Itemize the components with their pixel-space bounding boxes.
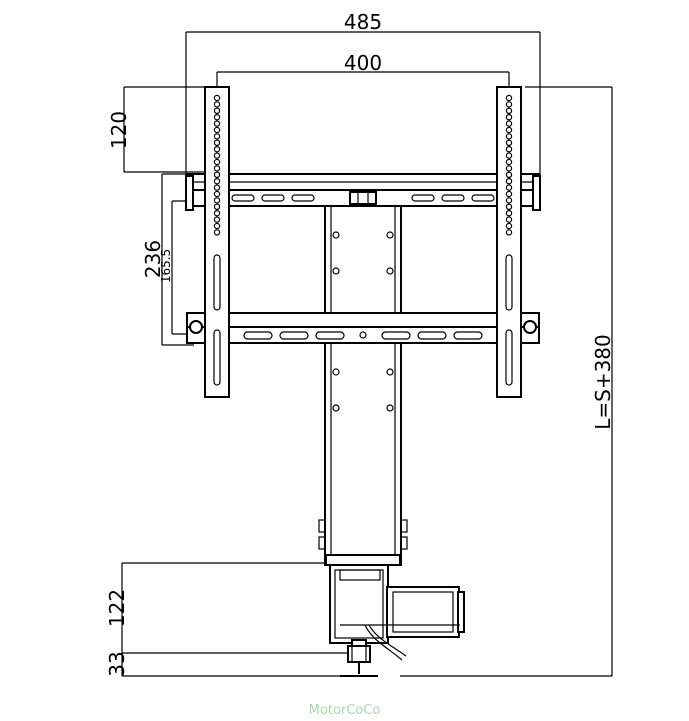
- left-arm-hole: [213, 152, 221, 159]
- left-arm-hole: [213, 101, 221, 108]
- dimension-485-label: 485: [344, 10, 382, 34]
- left-arm-hole: [213, 139, 221, 146]
- left-arm-hole: [213, 145, 221, 153]
- left-arm-hole: [213, 184, 221, 191]
- dimension-120-label: 120: [107, 111, 131, 149]
- right-arm-hole: [505, 177, 513, 185]
- lift-column: [318, 194, 408, 566]
- dimension-485: 485: [185, 10, 541, 210]
- left-arm-hole: [213, 126, 221, 134]
- left-arm-hole: [213, 158, 221, 166]
- left-arm-hole: [213, 165, 221, 172]
- dimension-122: 122: [105, 562, 360, 676]
- horizontal-bracket: [185, 173, 541, 344]
- left-arm-hole: [213, 203, 221, 210]
- power-cable: [364, 624, 407, 661]
- right-arm-hole: [505, 120, 513, 127]
- right-arm-hole: [505, 158, 513, 166]
- dimension-236-label: 236: [141, 240, 165, 278]
- left-vesa-arm: [204, 86, 230, 398]
- right-arm-hole: [505, 229, 513, 236]
- motor-housing: [329, 564, 465, 644]
- dimension-400-label: 400: [344, 51, 382, 75]
- left-arm-hole: [213, 216, 221, 223]
- right-arm-hole: [505, 101, 513, 108]
- left-arm-hole: [213, 107, 221, 115]
- dimension-33: 33: [105, 651, 370, 677]
- watermark: MotorCoCo: [308, 703, 381, 718]
- dimension-165-label: 165.5: [159, 249, 173, 283]
- right-arm-hole: [505, 139, 513, 146]
- left-arm-hole: [213, 171, 221, 178]
- right-arm-hole: [505, 209, 513, 217]
- dimension-236: 236 165.5: [141, 173, 194, 346]
- right-arm-hole: [505, 203, 513, 210]
- left-arm-hole: [213, 133, 221, 140]
- left-arm-hole: [213, 222, 221, 230]
- dimension-travel-label: L=S+380: [591, 334, 615, 430]
- right-arm-hole: [505, 222, 513, 230]
- left-arm-hole: [213, 177, 221, 185]
- dimension-travel: L=S+380: [400, 86, 615, 677]
- right-arm-hole: [505, 171, 513, 178]
- left-arm-hole: [213, 209, 221, 217]
- dimension-400: 400: [216, 51, 510, 90]
- right-arm-hole: [505, 145, 513, 153]
- left-arm-hole: [213, 229, 221, 236]
- left-arm-hole: [213, 94, 221, 102]
- right-arm-hole: [505, 107, 513, 115]
- dimension-122-label: 122: [105, 589, 129, 627]
- right-arm-hole: [505, 184, 513, 191]
- right-arm-hole: [505, 190, 513, 198]
- base-foot: [340, 639, 378, 677]
- left-arm-hole: [213, 197, 221, 204]
- bottom-bar-slots: [243, 331, 483, 340]
- right-arm-hole: [505, 133, 513, 140]
- column-base: [325, 554, 401, 566]
- right-arm-hole: [505, 165, 513, 172]
- left-arm-hole: [213, 113, 221, 121]
- left-arm-hole: [213, 120, 221, 127]
- right-arm-hole: [505, 152, 513, 159]
- right-vesa-arm: [496, 86, 522, 398]
- right-arm-hole: [505, 94, 513, 102]
- right-arm-hole: [505, 216, 513, 223]
- right-arm-hole: [505, 197, 513, 204]
- dimension-120: 120: [107, 86, 208, 173]
- right-arm-hole: [505, 113, 513, 121]
- dimension-33-label: 33: [105, 651, 129, 676]
- right-arm-hole: [505, 126, 513, 134]
- top-bar-slots: [231, 191, 495, 205]
- left-arm-hole: [213, 190, 221, 198]
